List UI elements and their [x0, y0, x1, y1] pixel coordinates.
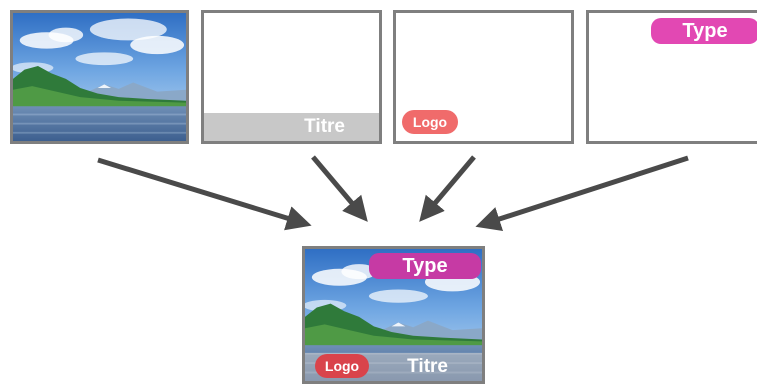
layer-title-label: Titre	[304, 116, 345, 137]
arrow-from-title	[311, 155, 368, 222]
composite-type-pill: Type	[369, 253, 481, 279]
composite-panel: Titre Logo Type	[302, 246, 485, 384]
layer-title-panel: Titre	[201, 10, 382, 144]
composite-logo-label: Logo	[324, 358, 360, 374]
layer-title-band: Titre	[204, 113, 379, 141]
arrow-from-type	[475, 155, 689, 231]
landscape-photo	[13, 13, 186, 141]
composite-type-label: Type	[402, 255, 448, 277]
layer-photo-panel	[10, 10, 189, 144]
layer-type-label: Type	[682, 20, 728, 42]
layer-logo-panel: Logo	[393, 10, 574, 144]
arrow-from-logo	[419, 155, 476, 222]
layer-logo-pill: Logo	[402, 110, 458, 134]
arrow-from-photo	[97, 157, 312, 231]
composite-title-label: Titre	[407, 356, 448, 377]
layer-logo-label: Logo	[412, 114, 448, 130]
composite-logo-pill: Logo	[315, 354, 369, 378]
layer-type-panel: Type	[586, 10, 757, 144]
layer-type-pill: Type	[651, 18, 757, 44]
